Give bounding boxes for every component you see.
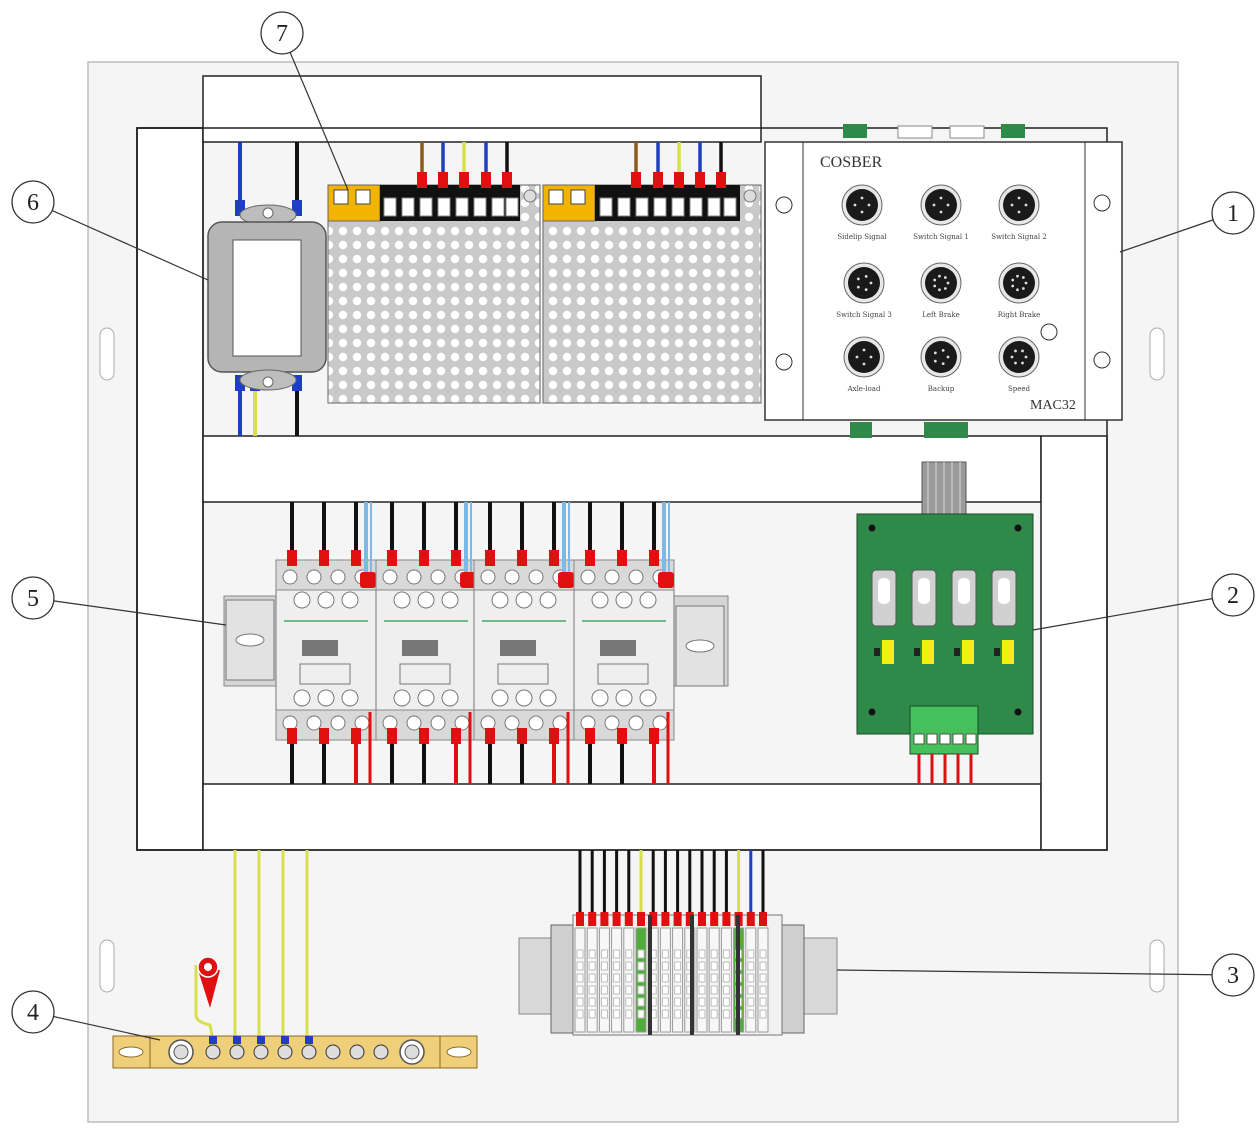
- mounting-slots: [99, 327, 1165, 993]
- callout-1: 1: [1211, 191, 1255, 235]
- callout-markers: 1 2 3 4 5 6 7: [11, 11, 1255, 1034]
- controller-connectors: Sidelip Signal Switch Signal 1 Switch Sign…: [836, 184, 1047, 393]
- contactor: [375, 502, 477, 784]
- callout-leader-lines: [32, 32, 1234, 1041]
- terminal-wire: [598, 850, 610, 1033]
- controller-connector: Left Brake: [920, 262, 962, 319]
- power-supply-left: [327, 184, 541, 404]
- terminal-separator: [736, 915, 740, 1035]
- terminal-block-wires: [574, 850, 769, 1035]
- terminal-wire: [757, 850, 769, 1033]
- terminal-wire: [708, 850, 720, 1033]
- psu-ferrules: [417, 172, 726, 188]
- callout-leader: [32, 201, 209, 281]
- controller-connector: Backup: [920, 336, 962, 393]
- din-end-stop: [675, 605, 725, 687]
- emi-filter: [207, 142, 327, 436]
- controller-connector: Switch Signal 1: [913, 184, 969, 241]
- callout-number: 4: [27, 1000, 39, 1026]
- controller-connector: Sidelip Signal: [837, 184, 887, 241]
- controller-connector-label: Speed: [1008, 385, 1031, 393]
- controller-connector: Axle-load: [843, 336, 885, 393]
- controller-connector-label: Left Brake: [922, 311, 959, 319]
- terminal-wire: [672, 850, 684, 1033]
- din-end-stop: [225, 599, 275, 681]
- controller-connector: Right Brake: [998, 262, 1041, 319]
- ground-busbar: [112, 850, 478, 1069]
- callout-leader: [32, 597, 227, 626]
- terminal-wire: [684, 850, 696, 1033]
- contactor-group: [225, 502, 725, 784]
- terminal-wire: [696, 850, 708, 1033]
- callout-3: 3: [1211, 953, 1255, 997]
- terminal-wire: [745, 850, 757, 1033]
- callout-leader: [1032, 594, 1234, 631]
- terminal-wire: [623, 850, 635, 1033]
- controller-connector-label: Sidelip Signal: [837, 233, 887, 241]
- controller-connector-label: Switch Signal 3: [836, 311, 892, 319]
- callout-number: 1: [1227, 201, 1239, 227]
- controller-model: MAC32: [1030, 398, 1076, 413]
- callout-6: 6: [11, 180, 55, 224]
- power-supply-right: [542, 184, 762, 404]
- controller-connector: Switch Signal 2: [991, 184, 1047, 241]
- callout-number: 2: [1227, 583, 1239, 609]
- wire-duct-frame: [136, 75, 1108, 851]
- callout-2: 2: [1211, 573, 1255, 617]
- terminal-wire: [574, 850, 586, 1033]
- terminal-wire: [647, 850, 659, 1033]
- controller-brand: COSBER: [820, 154, 883, 171]
- contactor: [473, 502, 575, 784]
- callout-4: 4: [11, 990, 55, 1034]
- controller-connector: Switch Signal 3: [836, 262, 892, 319]
- callout-5: 5: [11, 576, 55, 620]
- terminal-separator: [648, 915, 652, 1035]
- callout-number: 7: [276, 21, 288, 47]
- terminal-wire: [611, 850, 623, 1033]
- contactor: [275, 502, 377, 784]
- callout-leader: [32, 1011, 161, 1041]
- callout-number: 3: [1227, 963, 1239, 989]
- terminal-wire: [720, 850, 732, 1033]
- callout-leader: [836, 969, 1234, 976]
- controller-connector-label: Axle-load: [847, 385, 881, 393]
- controller-connector: Speed: [998, 336, 1040, 393]
- callout-7: 7: [260, 11, 304, 55]
- controller-connector-label: Switch Signal 1: [913, 233, 969, 241]
- terminal-separator: [690, 915, 694, 1035]
- callout-leader: [281, 32, 349, 191]
- controller-connector-label: Right Brake: [998, 311, 1041, 319]
- terminal-wire: [586, 850, 598, 1033]
- relay-board: [856, 461, 1034, 784]
- contactor: [573, 502, 675, 784]
- callout-number: 5: [27, 586, 39, 612]
- terminal-wire: [659, 850, 671, 1033]
- controller-connector-label: Backup: [928, 385, 955, 393]
- callout-number: 6: [27, 190, 39, 216]
- terminal-wire: [635, 850, 647, 1033]
- controller-connector-label: Switch Signal 2: [991, 233, 1047, 241]
